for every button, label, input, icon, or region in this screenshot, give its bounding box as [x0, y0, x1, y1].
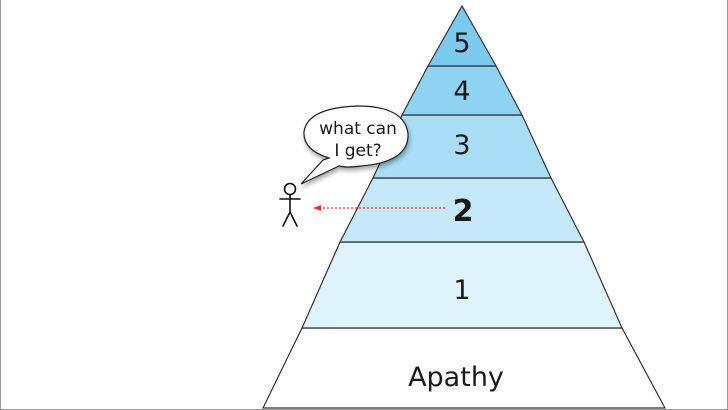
speech-bubble	[300, 105, 409, 185]
pyramid-level-5	[426, 4, 498, 67]
level-label-2: 2	[453, 194, 474, 229]
level-label-5: 5	[453, 28, 470, 59]
level-label-apathy: Apathy	[408, 362, 504, 393]
speech-bubble-line-2: I get?	[334, 141, 381, 161]
pyramid-levels	[262, 4, 667, 409]
person-icon	[279, 182, 301, 227]
arrow-to-person	[313, 205, 445, 211]
speech-bubble-line-1: what can	[319, 119, 397, 139]
level-label-3: 3	[453, 130, 470, 161]
level-label-1: 1	[453, 275, 470, 306]
level-label-4: 4	[453, 76, 470, 107]
